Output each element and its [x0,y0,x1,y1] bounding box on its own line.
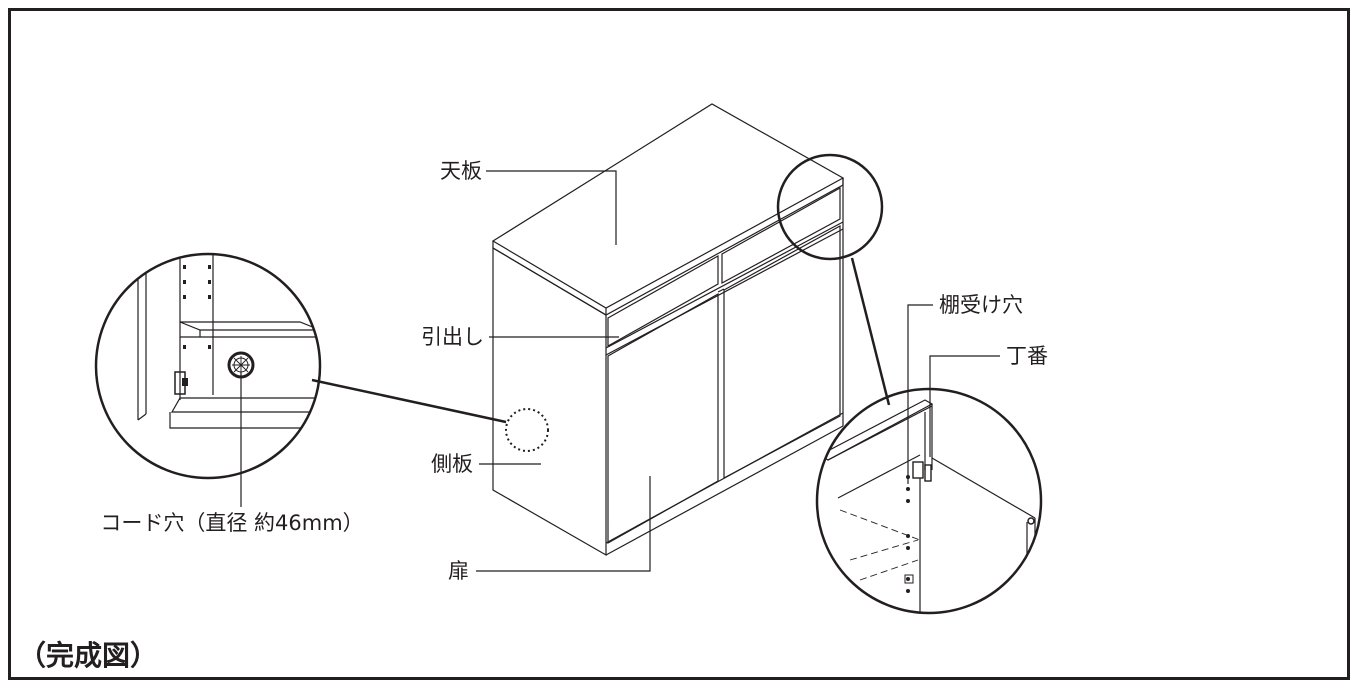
detail-connector-left [311,378,507,424]
door-left [607,292,719,545]
label-cord-hole: コード穴（直径 約46mm） [100,511,363,535]
corner-magnifier [776,153,884,261]
cord-hole-marker [505,408,549,452]
cord-hole-detail [94,252,322,480]
label-tenban: 天板 [440,159,482,183]
hinge-detail [815,387,1043,615]
label-chouban: 丁番 [1006,344,1048,368]
cabinet-drawing [491,103,845,557]
leader-lines [240,170,1000,572]
drawer-right [721,186,841,285]
plinth [605,412,844,544]
label-tanauke-ana: 棚受け穴 [939,293,1023,317]
top-panel [491,103,845,309]
diagram-title: （完成図） [18,639,158,672]
drawer-left [607,254,719,348]
side-panel [492,246,607,557]
detail-connector-right [850,257,891,406]
diagram-frame [8,8,1350,680]
label-hikidashi: 引出し [421,325,484,349]
door-right [723,224,841,480]
label-sokuban: 側板 [431,452,473,476]
label-tobira: 扉 [448,559,469,583]
